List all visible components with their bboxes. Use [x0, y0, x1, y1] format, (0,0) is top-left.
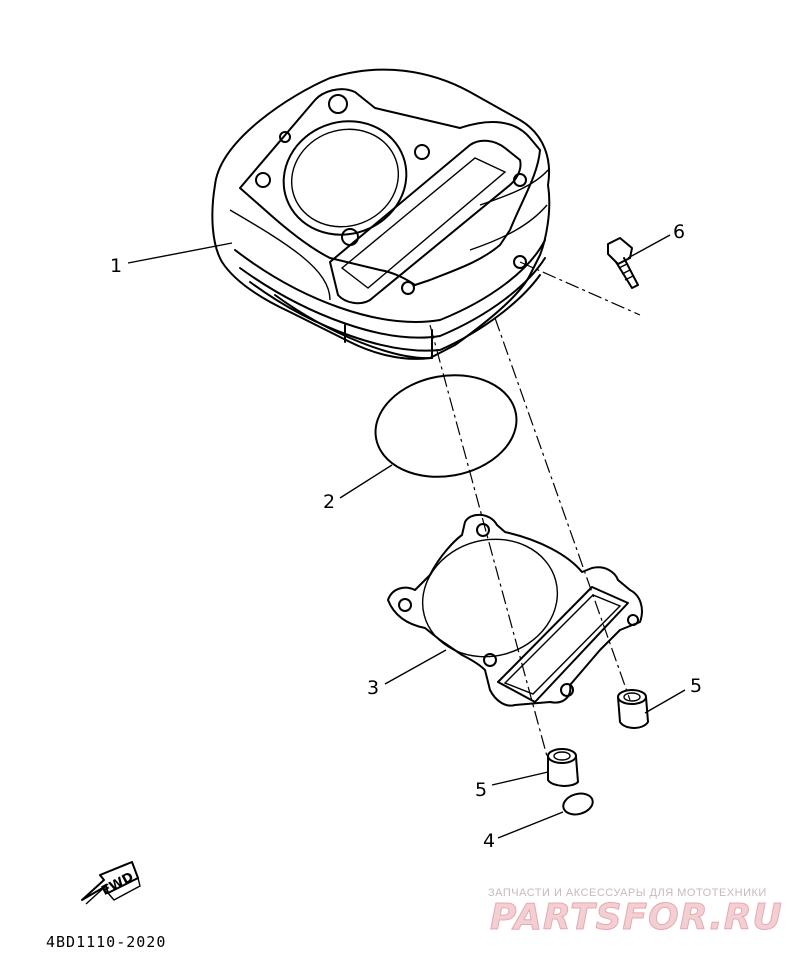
cylinder-gasket — [387, 513, 643, 707]
leader-lines — [127, 234, 686, 839]
callout-4: 4 — [483, 830, 495, 852]
bolt — [607, 237, 639, 289]
callout-3: 3 — [367, 677, 379, 699]
drawing-code: 4BD1110-2020 — [46, 933, 166, 951]
cylinder-block — [211, 68, 551, 360]
callout-6: 6 — [673, 221, 685, 243]
watermark-tagline: ЗАПЧАСТИ И АКСЕССУАРЫ ДЛЯ МОТОТЕХНИКИ — [488, 887, 767, 899]
dowel-pin — [547, 748, 579, 787]
callout-1: 1 — [110, 255, 122, 277]
callout-5: 5 — [690, 675, 702, 697]
callout-5: 5 — [475, 779, 487, 801]
centerline — [494, 317, 631, 701]
callout-2: 2 — [323, 491, 335, 513]
dowel-pin — [617, 689, 649, 729]
watermark: ЗАПЧАСТИ И АКСЕССУАРЫ ДЛЯ МОТОТЕХНИКИ PA… — [488, 887, 783, 939]
watermark-brand: PARTSFOR.RU — [490, 897, 783, 938]
o-ring — [374, 374, 518, 478]
centerline — [519, 261, 641, 316]
centerline — [429, 324, 549, 761]
forward-arrow-icon: FWD — [81, 861, 141, 905]
small-seal — [562, 792, 594, 816]
